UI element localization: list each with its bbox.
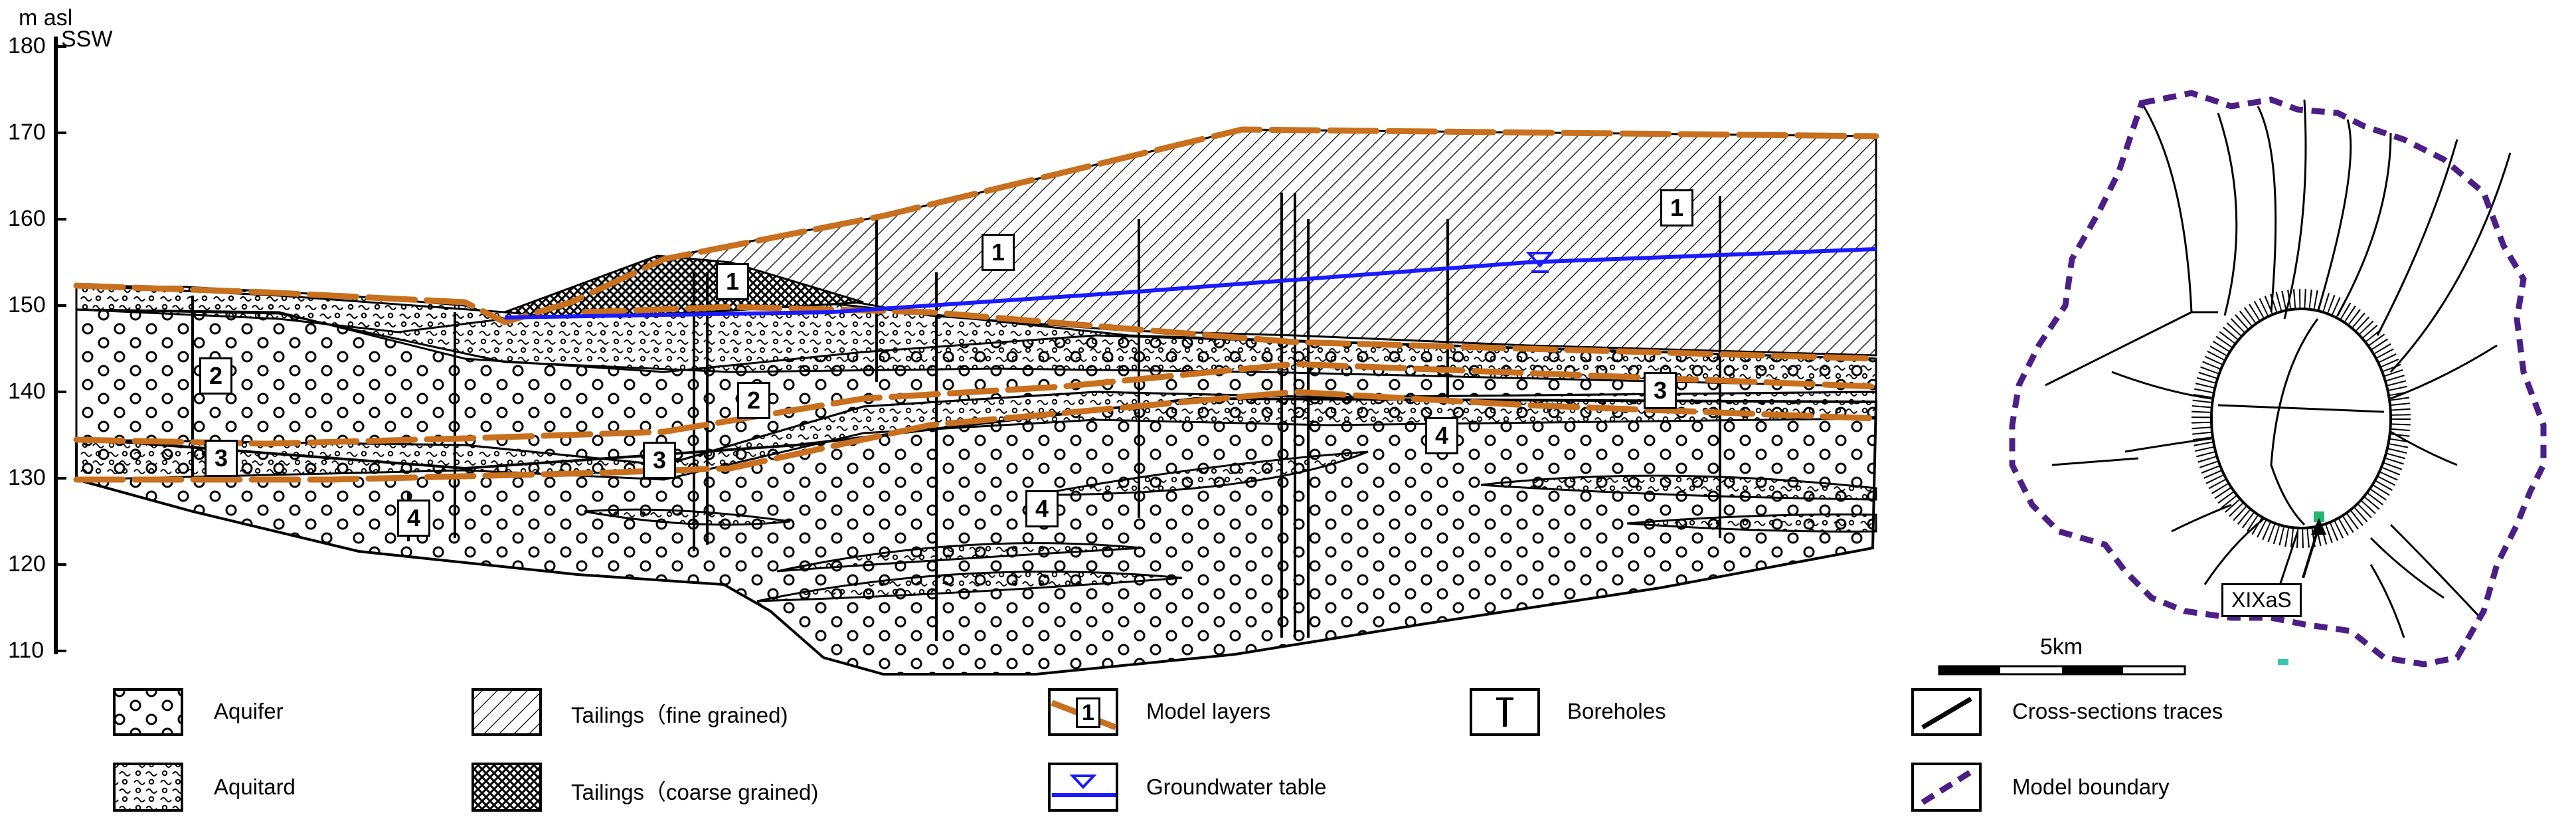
groundwater-marker-icon — [1525, 252, 1555, 268]
legend-tailings-fine-swatch — [472, 688, 542, 736]
pit-outline — [2210, 308, 2392, 529]
cross-section-traces — [2045, 99, 2512, 638]
layer-label-3: 3 — [643, 442, 676, 479]
tick-label-130: 130 — [8, 465, 46, 490]
legend-tailings-fine-label: Tailings（fine grained) — [571, 703, 788, 727]
direction-label: SSW — [61, 27, 113, 52]
legend-groundwater-icon — [1069, 775, 1097, 789]
xixas-callout: XIXaS — [2221, 583, 2302, 617]
legend-model-layers-label: Model layers — [1146, 699, 1271, 723]
cross-section — [73, 126, 1879, 676]
axis-unit-label: m asl — [19, 5, 73, 31]
tick-label-150: 150 — [8, 292, 46, 318]
pit-hachures — [2191, 289, 2411, 548]
legend-aquifer-swatch — [113, 688, 183, 736]
boreholes — [191, 193, 1721, 641]
tick-label-170: 170 — [8, 120, 46, 145]
scale-label: 5km — [2040, 634, 2083, 660]
axis-ticks — [56, 45, 66, 652]
model-boundary-line — [2009, 90, 2547, 668]
legend-aquitard-swatch — [113, 763, 183, 812]
layer-label-1: 1 — [716, 263, 749, 300]
tick-label-160: 160 — [8, 206, 46, 231]
tick-label-180: 180 — [8, 33, 46, 58]
boundary-marker — [2278, 659, 2288, 665]
legend-model-boundary-label: Model boundary — [2012, 775, 2170, 799]
layer-label-2: 2 — [199, 357, 232, 395]
inset-map — [1938, 90, 2547, 676]
legend-tailings-coarse-swatch — [472, 763, 542, 812]
xixas-marker — [2314, 511, 2324, 522]
legend-groundwater-label: Groundwater table — [1146, 775, 1327, 799]
tick-label-120: 120 — [8, 551, 46, 577]
elevation-axis — [54, 37, 66, 654]
tick-label-140: 140 — [8, 379, 46, 404]
layer-label-1: 1 — [982, 234, 1015, 271]
layer-label-4: 4 — [1025, 490, 1059, 527]
legend-aquifer-label: Aquifer — [214, 699, 284, 723]
layer-label-3: 3 — [1644, 372, 1677, 409]
layer-label-2: 2 — [737, 382, 770, 419]
layer-label-4: 4 — [397, 500, 430, 537]
layer-label-1: 1 — [1660, 189, 1693, 227]
legend-cross-sections-label: Cross-sections traces — [2012, 699, 2223, 723]
legend-boreholes-label: Boreholes — [1567, 699, 1666, 723]
legend — [113, 688, 1982, 812]
legend-aquitard-label: Aquitard — [214, 775, 296, 799]
layer-label-4: 4 — [1425, 417, 1458, 454]
tick-label-110: 110 — [8, 638, 44, 663]
legend-tailings-coarse-label: Tailings（coarse grained) — [571, 780, 819, 804]
callout-arrowhead — [2311, 518, 2326, 535]
scale-bar — [1938, 665, 2186, 676]
layer-label-3: 3 — [205, 440, 238, 477]
legend-groundwater-swatch — [1048, 763, 1118, 812]
legend-model-layers-symbol: 1 — [1076, 697, 1100, 728]
groundwater-table — [504, 247, 1877, 319]
